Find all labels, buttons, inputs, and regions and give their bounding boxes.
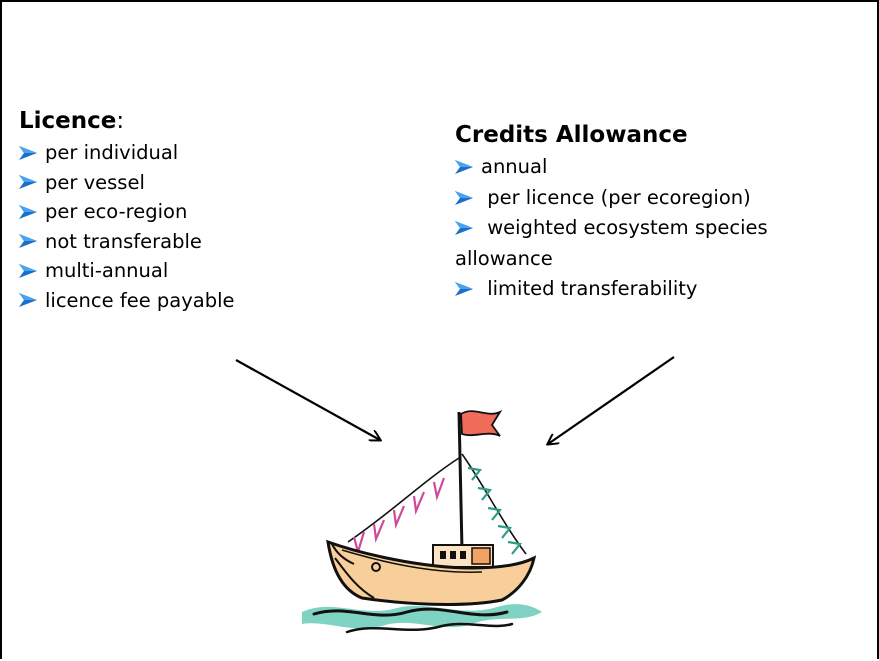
arrow-bullet-icon [455, 160, 473, 175]
licence-heading: Licence: [19, 106, 235, 136]
list-item: not transferable [19, 227, 235, 257]
licence-title: Licence [19, 108, 117, 134]
list-item-continuation: allowance [455, 246, 553, 270]
list-item: annual [455, 152, 768, 183]
list-item: per vessel [19, 168, 235, 198]
list-item-text: limited transferability [481, 277, 698, 300]
arrow-bullet-icon [455, 190, 473, 205]
boat-icon [302, 409, 542, 634]
list-item-text: annual [481, 155, 548, 178]
licence-title-colon: : [116, 108, 125, 134]
list-item-text: per licence (per ecoregion) [481, 185, 751, 209]
list-item: licence fee payable [19, 286, 235, 316]
list-item-text: weighted ecosystem species [481, 216, 768, 239]
credits-list: annual per licence (per ecoregion) weigh… [455, 152, 768, 305]
list-item: per eco-region [19, 197, 235, 227]
arrow-bullet-icon [19, 145, 37, 160]
list-item-text: per eco-region [45, 200, 188, 223]
list-item-text: not transferable [45, 229, 202, 253]
list-item-text: per individual [45, 141, 179, 164]
list-item: per individual [19, 138, 235, 168]
licence-panel: Licence: per individual per vessel per e… [19, 106, 235, 315]
arrow-bullet-icon [455, 282, 473, 297]
arrow-right [548, 356, 675, 444]
list-item: per licence (per ecoregion) [455, 183, 768, 214]
list-item-text: multi-annual [45, 259, 169, 282]
list-item: weighted ecosystem species allowance [455, 213, 768, 274]
arrow-bullet-icon [19, 234, 37, 249]
list-item-text: per vessel [45, 170, 145, 194]
arrow-bullet-icon [19, 175, 37, 190]
list-item: multi-annual [19, 256, 235, 286]
arrow-bullet-icon [19, 293, 37, 308]
credits-panel: Credits Allowance annual per licence (pe… [455, 120, 768, 305]
credits-heading: Credits Allowance [455, 122, 688, 148]
arrow-bullet-icon [19, 263, 37, 278]
list-item-text: licence fee payable [45, 288, 235, 312]
arrow-bullet-icon [455, 221, 473, 235]
licence-list: per individual per vessel per eco-region… [19, 138, 235, 315]
arrow-left [235, 359, 380, 440]
list-item: limited transferability [455, 274, 768, 305]
arrow-bullet-icon [19, 204, 37, 219]
